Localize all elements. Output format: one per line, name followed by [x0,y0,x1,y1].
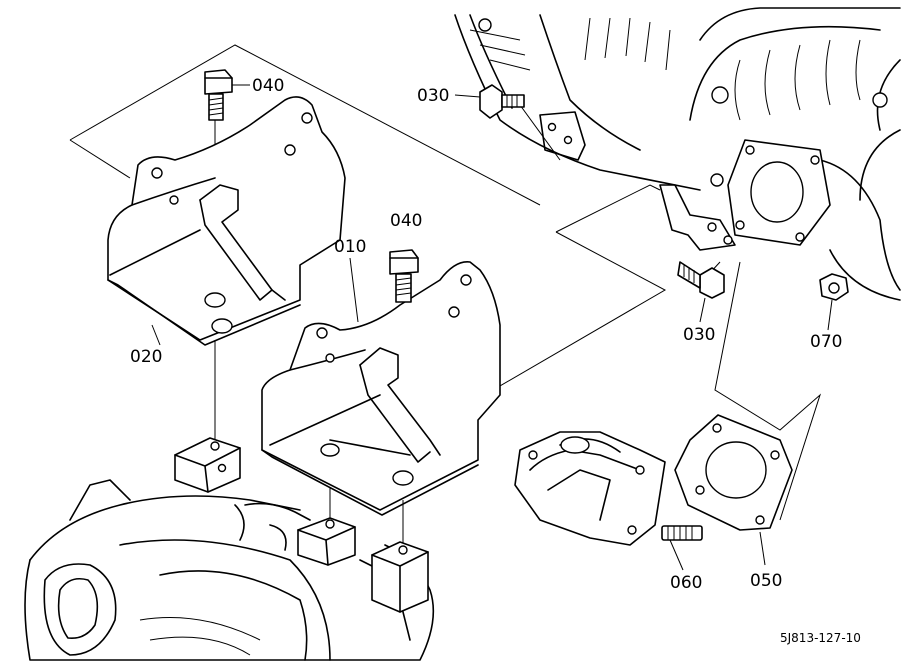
nut-070 [819,273,849,301]
muffler-side-bracket [659,184,736,251]
exhaust-elbow [514,431,666,546]
label-050: 050 [750,571,782,591]
engine-boss-center [297,517,356,566]
bolt-030-right [677,261,725,299]
gasket-050 [674,414,793,531]
label-010: 010 [334,237,366,257]
label-030-top: 030 [417,86,449,106]
engine-boss-right [371,541,429,613]
bracket-020 [107,96,346,346]
bolt-040-center [389,249,419,303]
label-020: 020 [130,347,162,367]
drawing-reference: 5J813-127-10 [780,631,861,645]
muffler-flange [727,139,831,246]
label-060: 060 [670,573,702,593]
engine-boss-left [174,437,241,493]
bracket-010 [261,261,501,516]
muffler-body [454,7,901,301]
label-070: 070 [810,332,842,352]
bolt-030-top [479,84,525,119]
leader-lines [151,84,833,571]
muffler-stay-tab [539,111,586,161]
label-040-left: 040 [252,76,284,96]
label-040-center: 040 [390,211,422,231]
label-030-right: 030 [683,325,715,345]
stud-060 [661,525,703,541]
bolt-040-left [204,69,233,121]
